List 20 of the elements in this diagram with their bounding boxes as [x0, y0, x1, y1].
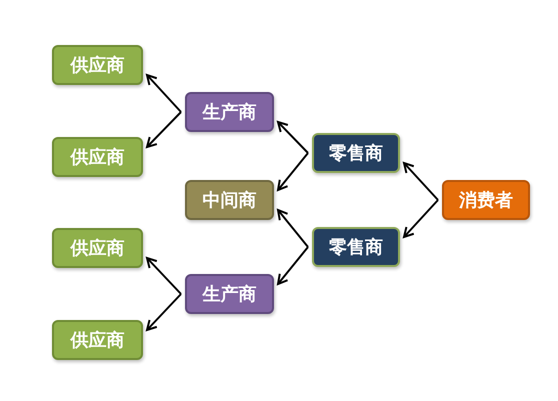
- role-box: 供应商: [52, 137, 143, 177]
- arrow: [146, 111, 182, 148]
- arrow: [403, 162, 439, 201]
- arrow: [277, 152, 309, 191]
- arrow: [146, 257, 182, 295]
- role-box: 消费者: [442, 180, 530, 220]
- role-box: 零售商: [312, 227, 400, 267]
- role-box: 供应商: [52, 320, 143, 360]
- role-box: 生产商: [185, 92, 274, 132]
- role-box: 供应商: [52, 228, 143, 268]
- arrow: [146, 74, 182, 113]
- arrow: [277, 121, 309, 154]
- role-box: 中间商: [185, 180, 274, 220]
- role-box: 零售商: [312, 133, 400, 173]
- arrow: [403, 199, 439, 238]
- role-box: 供应商: [52, 45, 143, 85]
- arrow: [277, 246, 309, 285]
- role-box: 生产商: [185, 274, 274, 314]
- arrow: [146, 293, 182, 331]
- arrow: [277, 209, 309, 248]
